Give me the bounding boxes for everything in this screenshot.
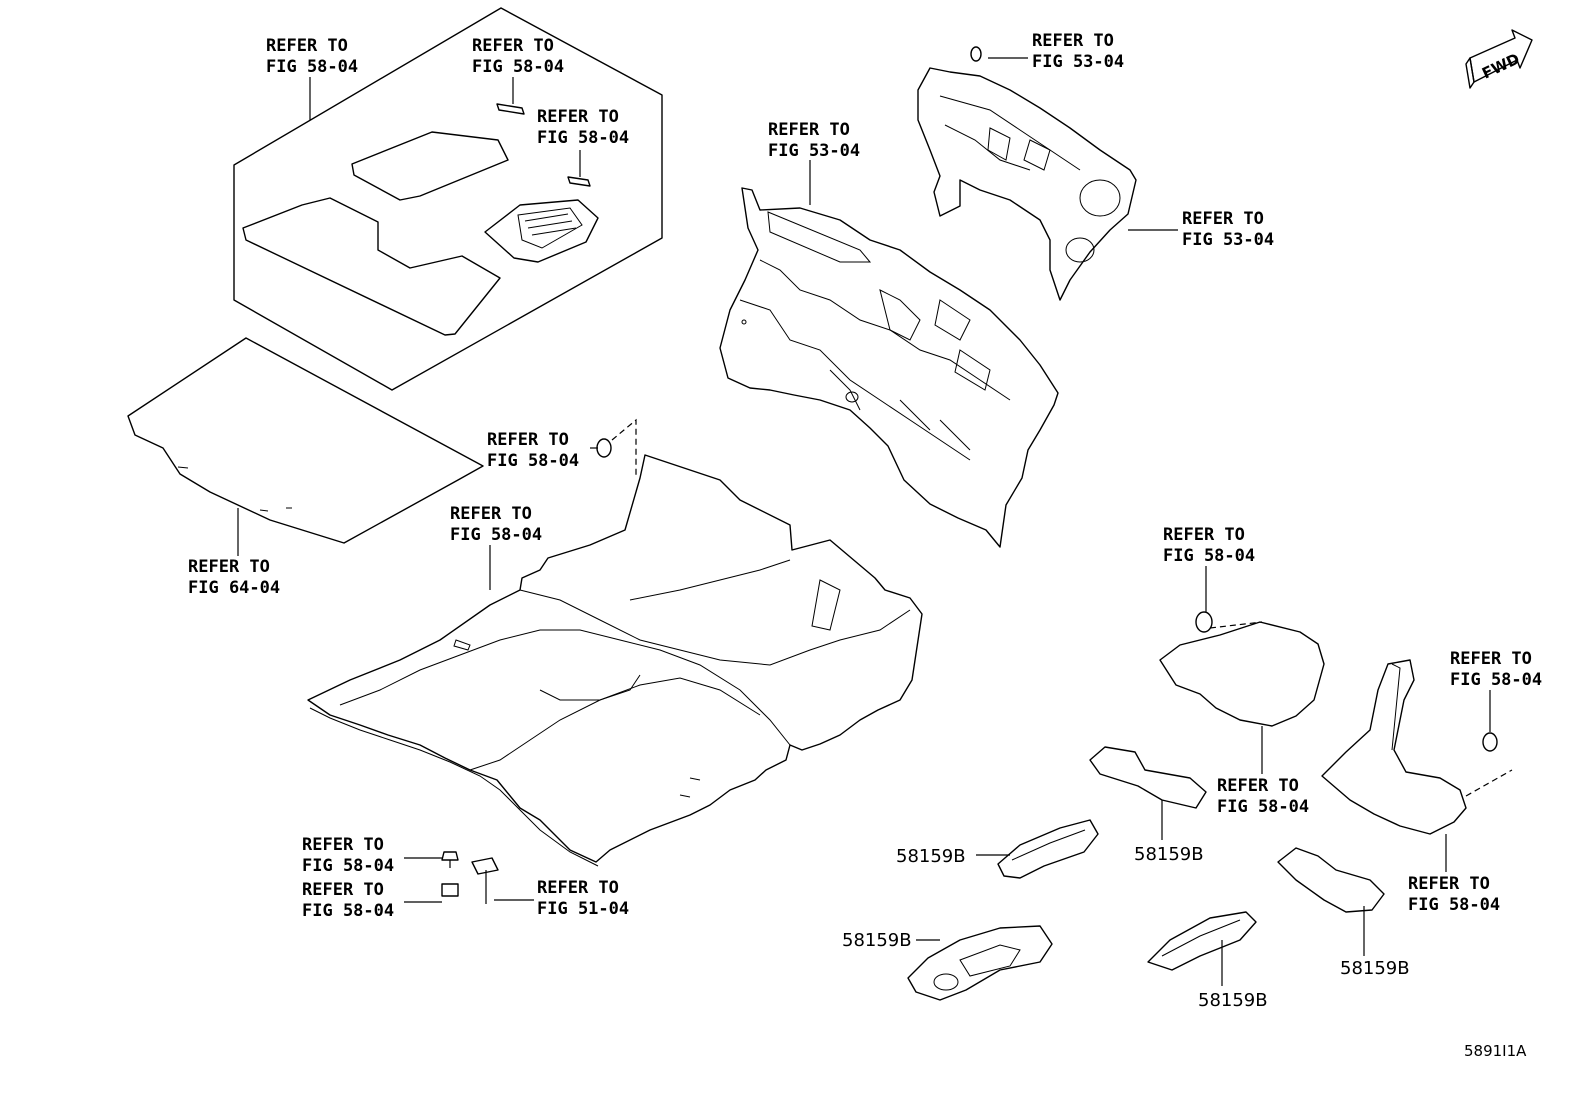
floor-carpet bbox=[307, 454, 923, 867]
side-trim-panel-b bbox=[1321, 659, 1513, 835]
ref-side-panel-b-line2: FIG 58-04 bbox=[1408, 895, 1500, 915]
ref-floor-carpet-line1: REFER TO bbox=[450, 504, 532, 524]
ref-grommet-line1: REFER TO bbox=[302, 880, 384, 900]
ref-mat-top-left-line2: FIG 58-04 bbox=[266, 57, 358, 77]
ref-floor-clip-line2: FIG 58-04 bbox=[487, 451, 579, 471]
ref-trunk-mat-line2: FIG 64-04 bbox=[188, 578, 280, 598]
floor-mat-set bbox=[233, 7, 663, 391]
part-number-silencer-2: 58159B bbox=[1134, 844, 1204, 865]
ref-mat-top-left-line1: REFER TO bbox=[266, 36, 348, 56]
ref-grommet-line2: FIG 58-04 bbox=[302, 901, 394, 921]
side-trim-panel-a bbox=[1159, 611, 1325, 727]
ref-screw-line2: FIG 58-04 bbox=[302, 856, 394, 876]
part-number-silencer-1: 58159B bbox=[896, 846, 966, 867]
ref-dash-nut-line1: REFER TO bbox=[1032, 31, 1114, 51]
ref-trunk-mat-line1: REFER TO bbox=[188, 557, 270, 577]
fwd-arrow-badge: FWD bbox=[1465, 29, 1533, 89]
ref-side-clip-b-line1: REFER TO bbox=[1450, 649, 1532, 669]
ref-side-clip-b-line2: FIG 58-04 bbox=[1450, 670, 1542, 690]
ref-bolt-line1: REFER TO bbox=[537, 878, 619, 898]
part-number-silencer-3: 58159B bbox=[842, 930, 912, 951]
fasteners bbox=[441, 418, 637, 904]
ref-mat-clip-b-line1: REFER TO bbox=[537, 107, 619, 127]
ref-side-panel-a-line1: REFER TO bbox=[1217, 776, 1299, 796]
ref-screw-line1: REFER TO bbox=[302, 835, 384, 855]
silencer-pads bbox=[907, 746, 1385, 1001]
ref-dash-nut-line2: FIG 53-04 bbox=[1032, 52, 1124, 72]
ref-floor-clip-line1: REFER TO bbox=[487, 430, 569, 450]
part-number-silencer-5: 58159B bbox=[1198, 990, 1268, 1011]
ref-side-clip-a-line1: REFER TO bbox=[1163, 525, 1245, 545]
ref-bolt-line2: FIG 51-04 bbox=[537, 899, 629, 919]
ref-mat-clip-a-line2: FIG 58-04 bbox=[472, 57, 564, 77]
ref-side-clip-a-line2: FIG 58-04 bbox=[1163, 546, 1255, 566]
part-number-labels: 58159B 58159B 58159B 58159B 58159B bbox=[842, 844, 1410, 1011]
dash-silencer-outer bbox=[719, 187, 1059, 548]
refer-labels: REFER TO FIG 58-04 REFER TO FIG 58-04 RE… bbox=[188, 31, 1542, 921]
ref-side-panel-b-line1: REFER TO bbox=[1408, 874, 1490, 894]
ref-side-panel-a-line2: FIG 58-04 bbox=[1217, 797, 1309, 817]
dash-silencer-inner bbox=[917, 46, 1137, 301]
ref-dash-inner-line1: REFER TO bbox=[1182, 209, 1264, 229]
ref-dash-inner-line2: FIG 53-04 bbox=[1182, 230, 1274, 250]
ref-dash-outer-line1: REFER TO bbox=[768, 120, 850, 140]
ref-floor-carpet-line2: FIG 58-04 bbox=[450, 525, 542, 545]
ref-dash-outer-line2: FIG 53-04 bbox=[768, 141, 860, 161]
trunk-mat bbox=[127, 337, 484, 544]
ref-mat-clip-a-line1: REFER TO bbox=[472, 36, 554, 56]
ref-mat-clip-b-line2: FIG 58-04 bbox=[537, 128, 629, 148]
leader-lines bbox=[237, 57, 1491, 986]
part-number-silencer-4: 58159B bbox=[1340, 958, 1410, 979]
illustration-code: 5891I1A bbox=[1464, 1042, 1527, 1060]
